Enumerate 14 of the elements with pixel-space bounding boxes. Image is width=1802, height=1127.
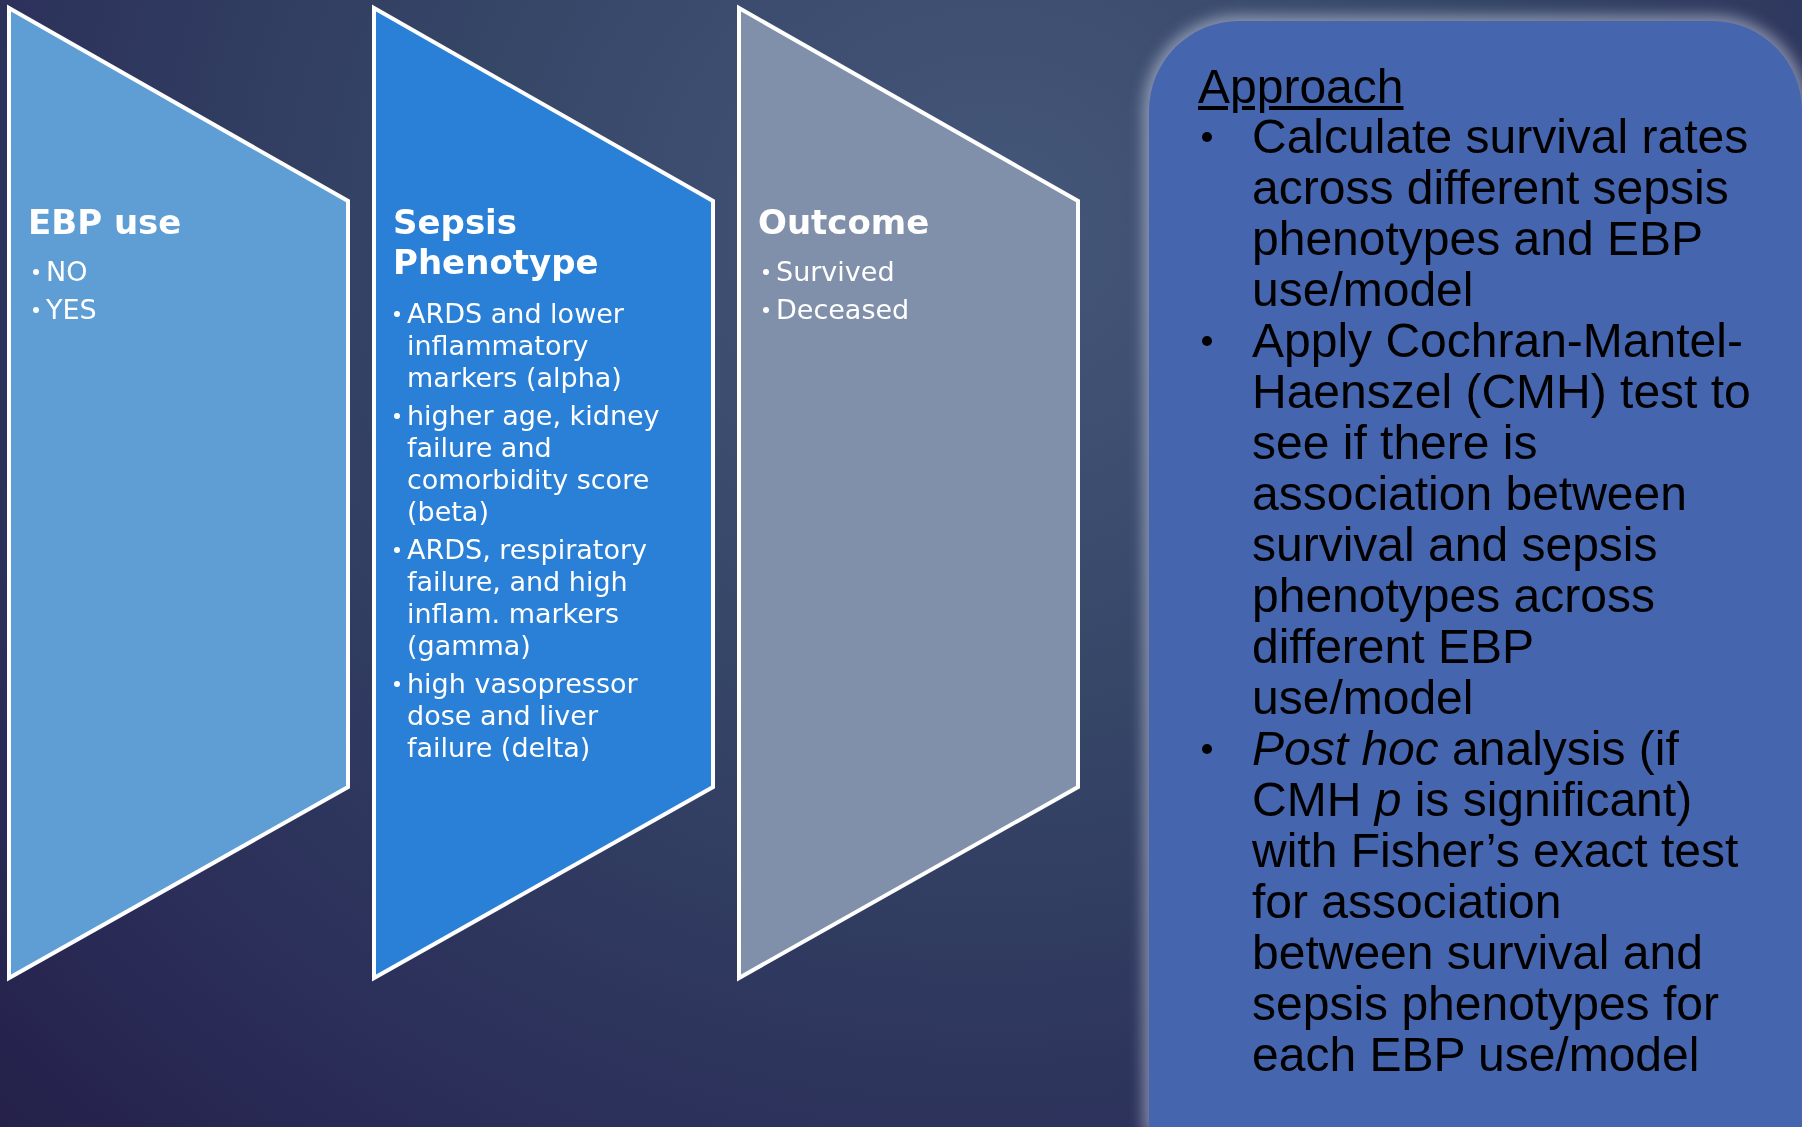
panel-heading: EBP use xyxy=(28,202,183,242)
bullet-item: Survived xyxy=(762,256,1052,288)
approach-panel xyxy=(1149,21,1802,1127)
panel-heading: Approach xyxy=(1198,61,1404,113)
bullet-item: high vasopressor dose and liver failure (delta) xyxy=(393,668,678,764)
panel-heading: Outcome xyxy=(758,202,931,242)
bullet-item: Deceased xyxy=(762,294,1052,326)
bullet-item: NO xyxy=(32,256,322,288)
bullet-item: higher age, kidney failure and comorbidity score (beta) xyxy=(393,400,678,528)
bullet-item: Post hoc analysis (if CMH p is significant) with Fisher’s exact test for association between survival and sepsis phenotypes for each EBP use/model xyxy=(1198,723,1754,1080)
bullet-item: ARDS, respiratory failure, and high inflam. markers (gamma) xyxy=(393,534,678,662)
bullet-item: YES xyxy=(32,294,322,326)
bullet-item: ARDS and lower inflammatory markers (alpha) xyxy=(393,298,678,394)
panel-heading: Sepsis Phenotype xyxy=(393,202,600,282)
